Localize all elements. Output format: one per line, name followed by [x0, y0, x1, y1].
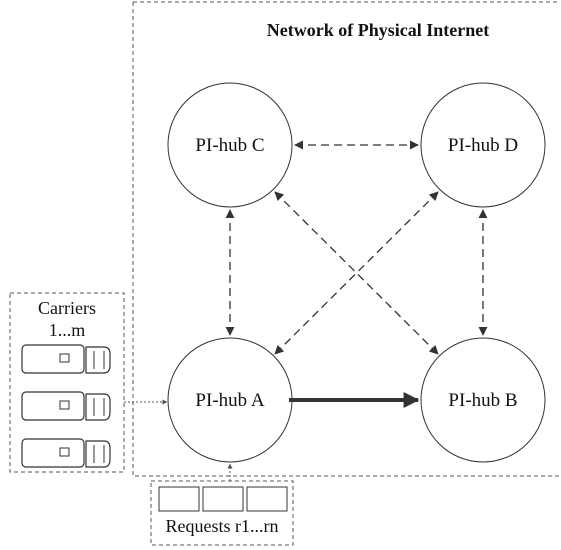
truck-icon	[21, 391, 111, 421]
hub-b-circle	[420, 337, 546, 463]
network-boundary	[132, 1, 560, 477]
carriers-range: 1...m	[49, 320, 86, 340]
carriers-box	[9, 292, 125, 473]
carriers-label: Carriers	[38, 298, 96, 318]
hub-d-label: PI-hub D	[448, 135, 518, 156]
truck-icon	[21, 438, 111, 468]
request-item	[246, 486, 288, 512]
truck-icon	[21, 344, 111, 374]
requests-box	[150, 480, 294, 546]
request-item	[202, 486, 244, 512]
hub-a-label: PI-hub A	[195, 390, 264, 411]
hub-d-circle	[420, 82, 546, 208]
hub-b-label: PI-hub B	[448, 390, 517, 411]
request-item	[158, 486, 200, 512]
network-title: Network of Physical Internet	[267, 20, 489, 40]
hub-c-circle	[167, 82, 293, 208]
requests-label: Requests r1...rn	[166, 516, 279, 536]
hub-c-label: PI-hub C	[195, 135, 264, 156]
